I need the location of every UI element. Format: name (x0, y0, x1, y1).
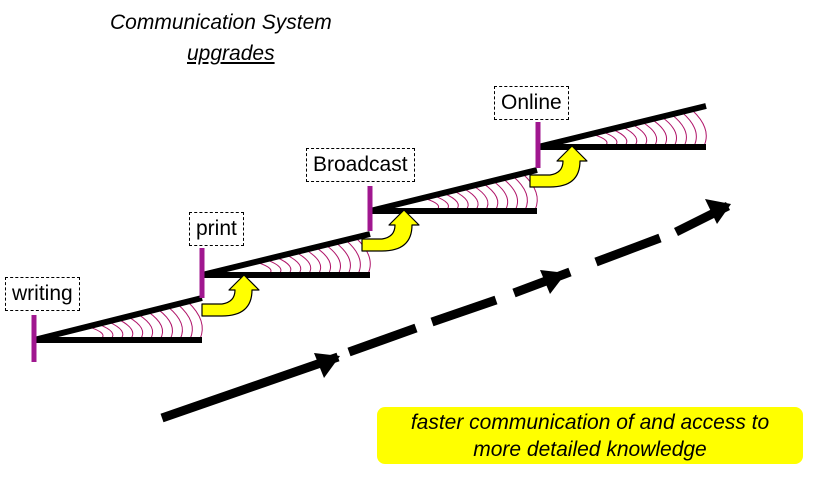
hatch-arc-print (345, 240, 361, 275)
trend-arrow-segment-3 (430, 295, 498, 327)
stage-label-broadcast: Broadcast (306, 148, 415, 182)
diagram-subtitle: upgrades (187, 42, 275, 65)
hatch-arc-broadcast (522, 173, 538, 211)
trend-arrow-segment-5 (594, 233, 662, 267)
trend-arrowhead-1 (314, 353, 340, 378)
stage-label-print: print (189, 212, 244, 246)
hatch-arc-online (652, 119, 668, 147)
hatch-arc-online (681, 112, 697, 147)
hatch-arc-print (325, 244, 341, 275)
caption-line-1: faster communication of and access to (410, 410, 770, 434)
hatch-arc-online (691, 109, 707, 147)
diagram-title: Communication System (110, 11, 332, 34)
hatch-arc-online (602, 131, 618, 147)
hatch-arc-print (266, 259, 282, 275)
stage-growth-line-print (201, 231, 371, 278)
trend-arrow-segment-2 (347, 323, 418, 357)
hatch-arc-online (661, 116, 677, 147)
upgrade-arrow-3 (529, 145, 588, 188)
hatch-arc-broadcast (434, 195, 449, 211)
hatch-arc-broadcast (483, 183, 499, 211)
stage-label-online: Online (494, 86, 569, 120)
hatch-arc-broadcast (493, 180, 509, 211)
stage-label-writing: writing (5, 277, 80, 311)
stage-growth-line-writing (33, 295, 203, 343)
hatch-arc-broadcast (502, 178, 519, 211)
caption-box: faster communication of and access to mo… (377, 407, 803, 464)
stage-growth-line-broadcast (369, 167, 538, 214)
hatch-arc-writing (148, 311, 164, 340)
hatch-arc-writing (177, 304, 193, 340)
trend-arrow-segment-1 (160, 352, 340, 423)
caption-line-2: more detailed knowledge (473, 437, 707, 461)
hatch-arc-writing (187, 301, 203, 340)
hatch-arc-writing (98, 323, 114, 340)
hatch-arc-print (316, 247, 332, 275)
hatch-arc-print (355, 237, 371, 275)
trend-arrowhead-2 (540, 270, 566, 294)
hatch-arc-broadcast (512, 176, 528, 211)
hatch-arc-online (671, 114, 687, 147)
trend-arrowhead-3 (705, 199, 731, 224)
hatch-arc-print (335, 242, 351, 275)
stage-growth-line-online (537, 103, 707, 150)
hatch-arc-writing (157, 309, 173, 340)
upgrade-arrow-2 (361, 209, 420, 252)
hatch-arc-writing (167, 306, 183, 340)
upgrade-arrow-1 (201, 274, 260, 317)
